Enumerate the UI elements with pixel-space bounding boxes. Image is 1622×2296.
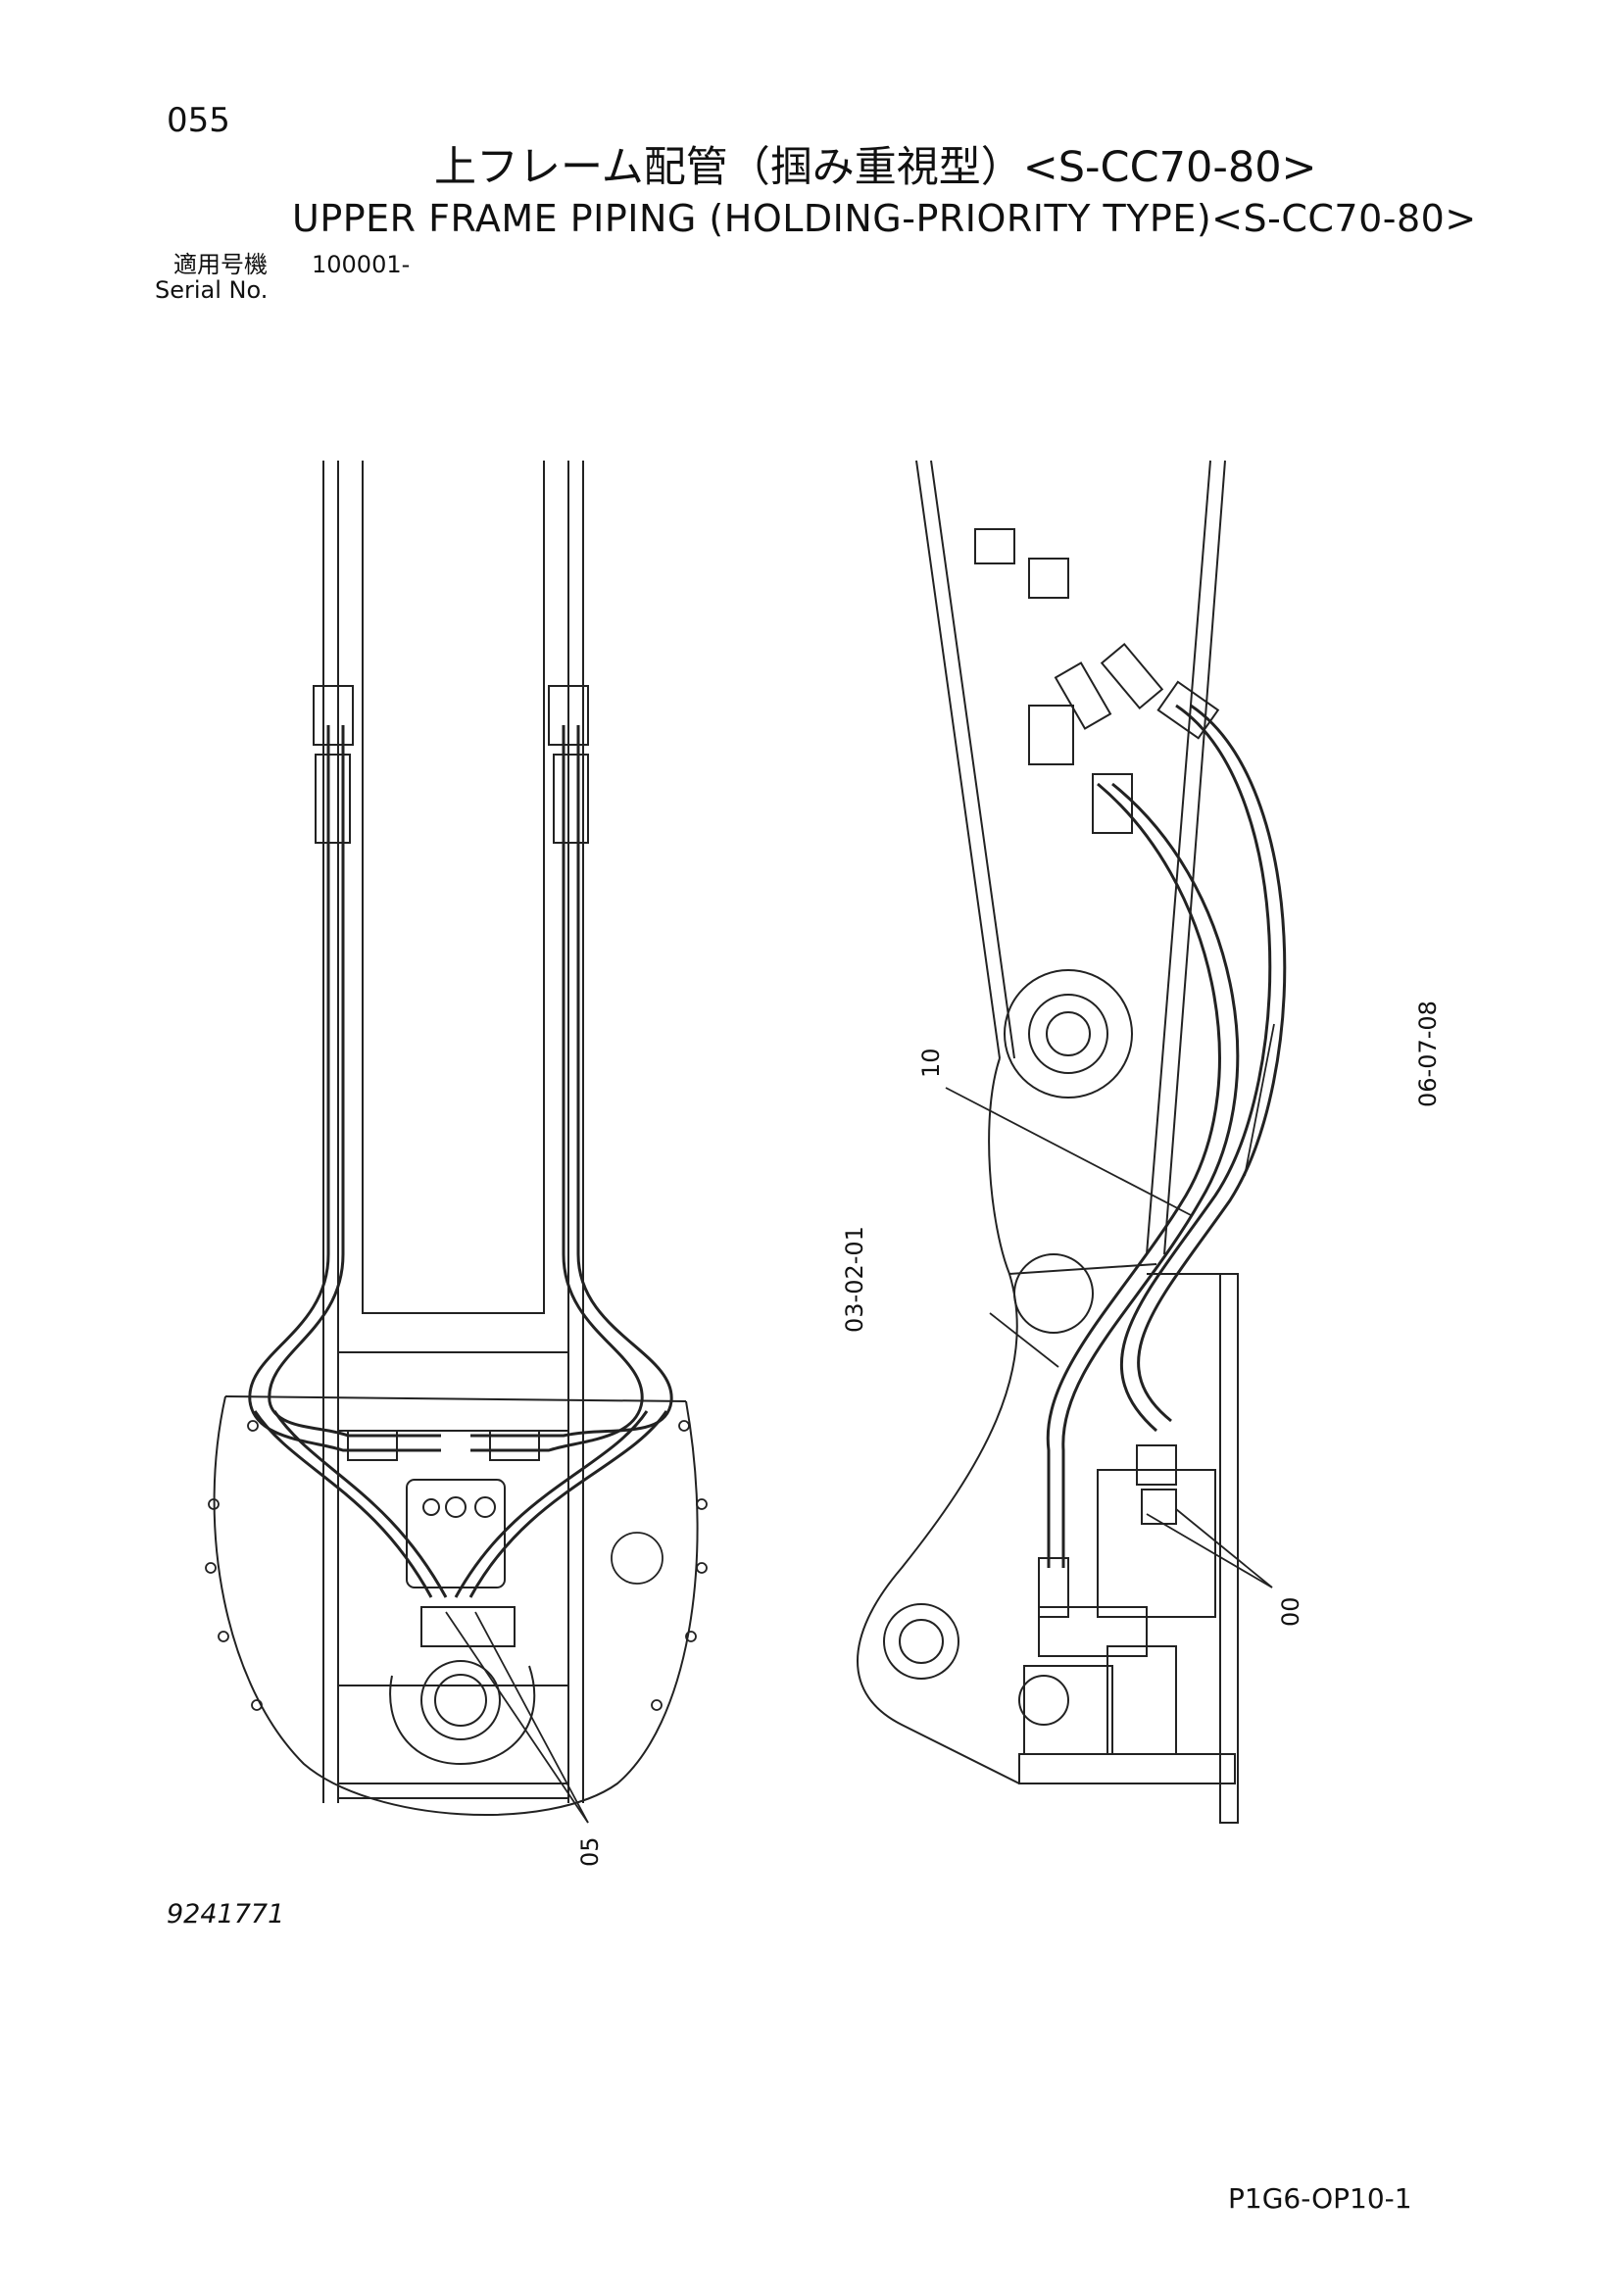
callout-06-07-08: 06-07-08: [1414, 1001, 1442, 1107]
callout-05: 05: [576, 1836, 604, 1867]
left-view-frame: [205, 461, 708, 1816]
callout-00: 00: [1277, 1596, 1304, 1627]
serial-label-japanese: 適用号機: [173, 251, 268, 278]
right-view-frame: [857, 460, 1239, 1824]
left-view-hoses: [248, 725, 673, 1598]
right-view-fittings: [974, 528, 1220, 1618]
callout-03-02-01: 03-02-01: [841, 1226, 868, 1333]
leader-lines: [445, 1023, 1275, 1824]
page-number: 055: [167, 101, 230, 140]
sheet-id: P1G6-OP10-1: [1228, 2182, 1412, 2215]
drawing-number: 9241771: [167, 1899, 285, 1930]
callout-10: 10: [917, 1048, 945, 1078]
title-japanese: 上フレーム配管（掴み重視型）<S-CC70-80>: [434, 143, 1317, 192]
left-view-fittings: [313, 685, 589, 1518]
serial-label-english: Serial No.: [155, 276, 269, 304]
title-english: UPPER FRAME PIPING (HOLDING-PRIORITY TYP…: [292, 197, 1477, 240]
right-view-hoses: [1046, 704, 1287, 1568]
serial-value: 100001-: [312, 251, 411, 278]
